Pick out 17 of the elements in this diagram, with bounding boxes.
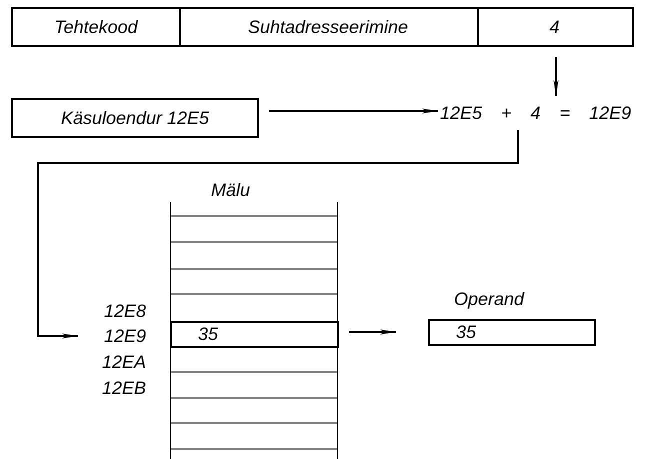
memory-address: 12EB (100, 377, 146, 399)
memory-address: 12EA (100, 351, 146, 373)
address-sum: 12E5 + 4 = 12E9 (440, 100, 648, 126)
offset-field: 4 (477, 7, 634, 47)
memory-address: 12E8 (102, 300, 146, 322)
operand-box: 35 (428, 319, 596, 346)
arrow (554, 57, 558, 96)
program-counter-box: Käsuloendur 12E5 (11, 98, 259, 138)
arrow (37, 130, 519, 338)
memory-heading: Mälu (211, 180, 250, 201)
arrow (349, 330, 396, 334)
instruction-field: Suhtadresseerimine (179, 7, 479, 47)
arrow (269, 108, 438, 114)
memory-cell: 35 (170, 321, 339, 348)
instruction-field: Tehtekood (11, 7, 181, 47)
operand-heading: Operand (454, 289, 524, 310)
memory-address: 12E9 (80, 325, 146, 347)
